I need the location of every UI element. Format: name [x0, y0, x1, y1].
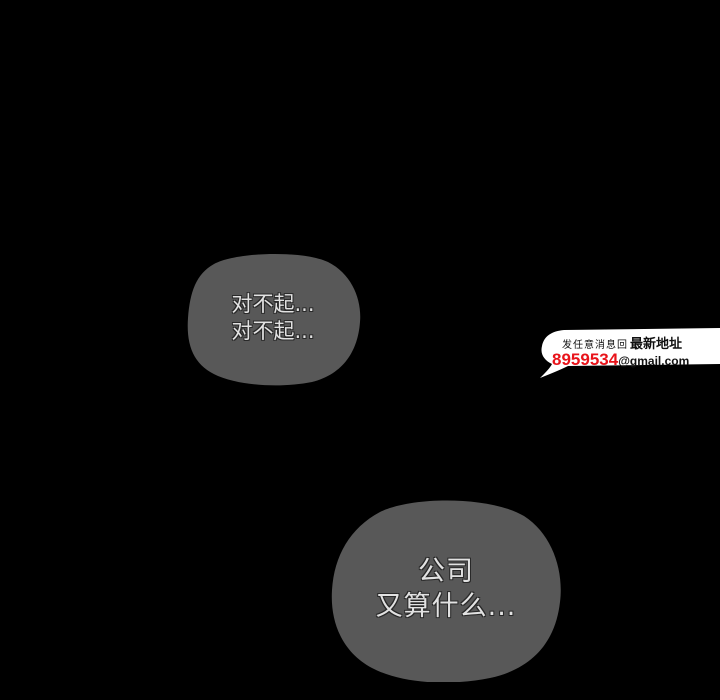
- bubble-line: 公司: [418, 556, 474, 588]
- bubble-line: 对不起...: [231, 292, 315, 317]
- watermark-line-1: 发任意消息回最新地址: [562, 333, 682, 352]
- watermark-badge: 发任意消息回最新地址 8959534@gmail.com: [538, 328, 720, 380]
- watermark-instruction: 发任意消息回: [562, 340, 628, 351]
- watermark-bubble-shape: [540, 328, 720, 378]
- watermark-number: 8959534: [552, 350, 619, 369]
- watermark-email: @gmail.com: [618, 354, 690, 368]
- watermark-heading: 最新地址: [630, 337, 683, 352]
- speech-bubble-apology: 对不起... 对不起...: [184, 250, 362, 386]
- speech-bubble-shape: [187, 253, 361, 386]
- speech-bubble-company: 公司 又算什么...: [330, 498, 562, 682]
- speech-bubble-shape: [331, 500, 561, 682]
- bubble-line: 对不起...: [231, 319, 315, 343]
- watermark-line-2: 8959534@gmail.com: [552, 350, 689, 370]
- bubble-line: 又算什么...: [375, 591, 517, 622]
